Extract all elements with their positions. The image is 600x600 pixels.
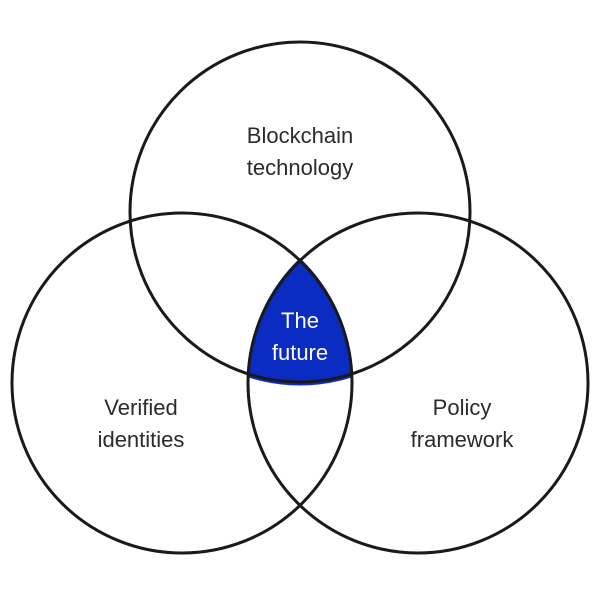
left-circle-label-line1: Verified (104, 395, 178, 420)
center-label-line1: The (281, 308, 319, 333)
center-label: The future (240, 305, 360, 369)
right-circle-label: Policy framework (362, 392, 562, 456)
right-circle-label-line1: Policy (432, 395, 492, 420)
right-circle-label-line2: framework (410, 427, 514, 452)
top-circle-label-line2: technology (246, 155, 354, 180)
circle-top (128, 40, 472, 384)
center-intersection-region (247, 258, 353, 386)
left-circle-label: Verified identities (41, 392, 241, 456)
circle-left (10, 211, 354, 555)
top-circle-label: Blockchain technology (200, 120, 400, 184)
center-label-line2: future (271, 340, 329, 365)
top-circle-label-line1: Blockchain (246, 123, 354, 148)
left-circle-label-line2: identities (97, 427, 185, 452)
circle-right (246, 211, 590, 555)
